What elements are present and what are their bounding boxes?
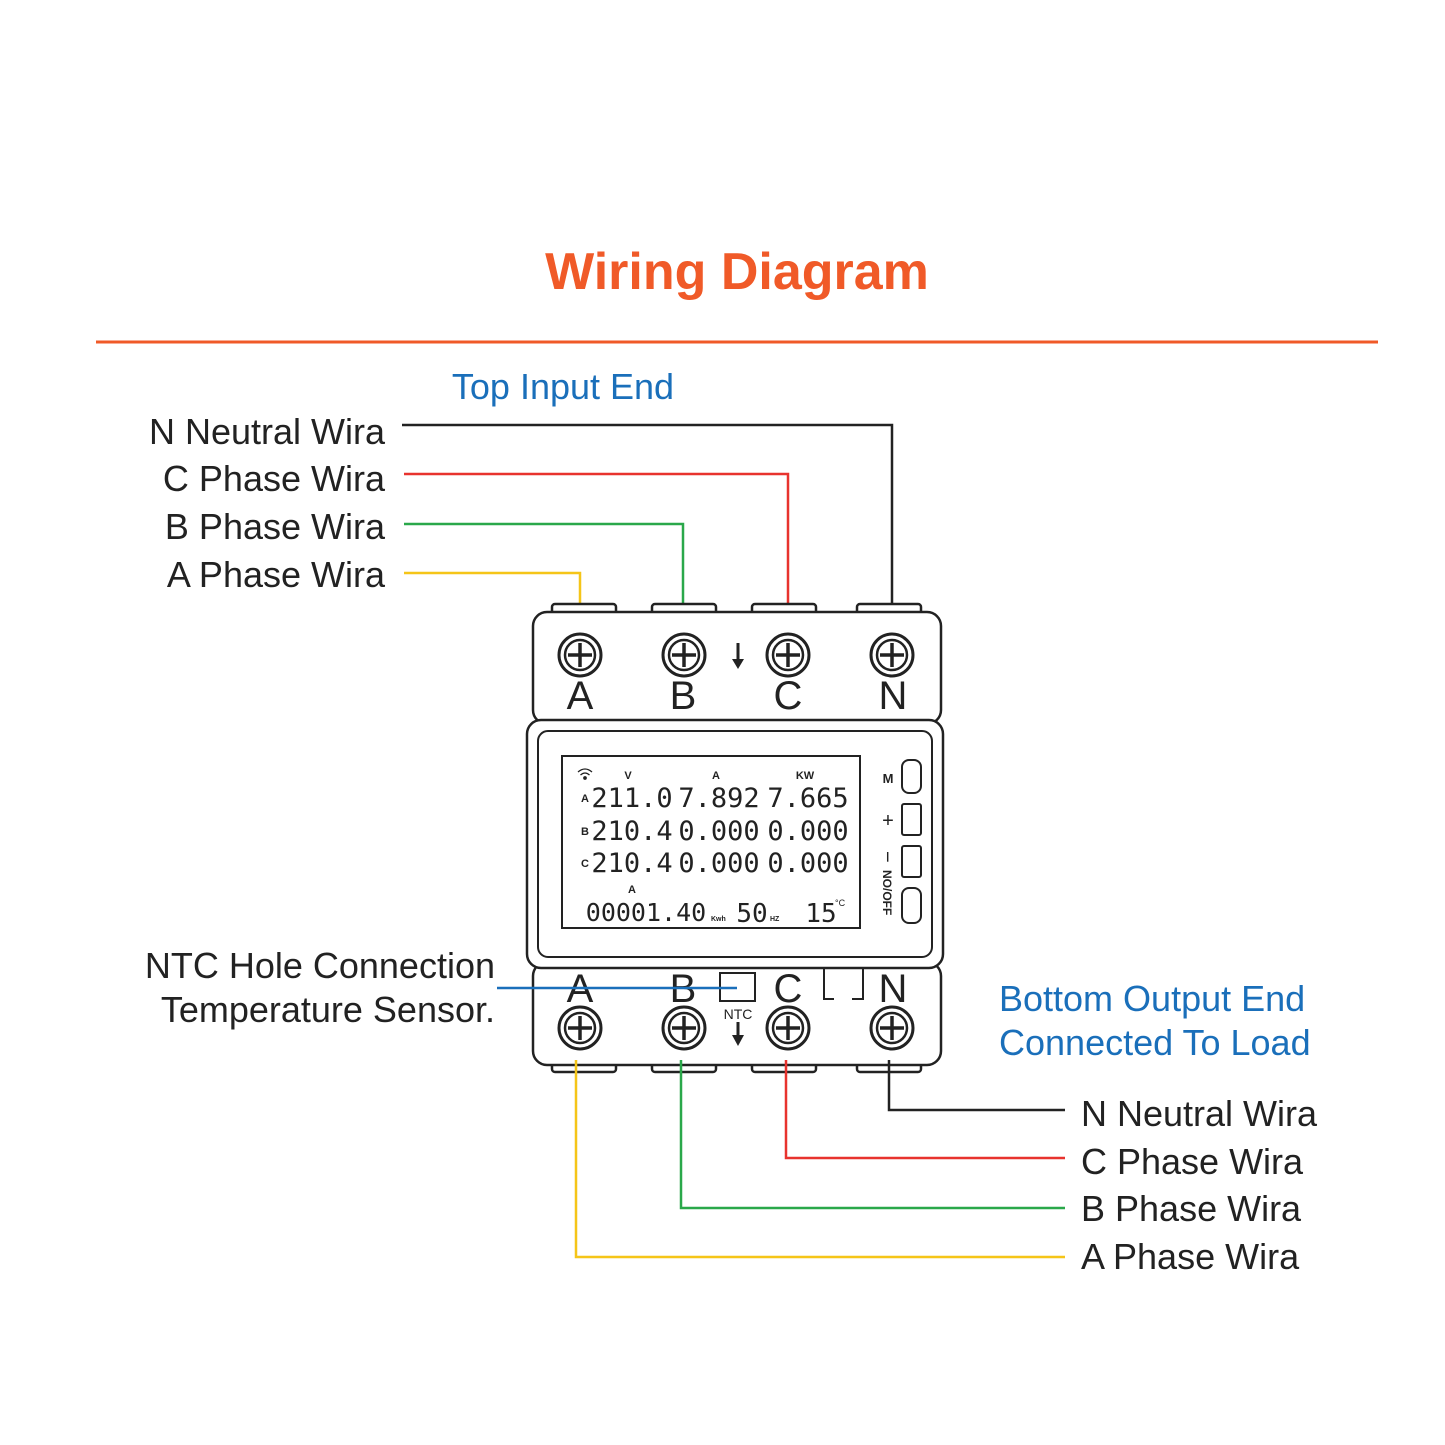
top-wire-neutral — [402, 423, 894, 655]
lcd-row-b-kw: 0.000 — [767, 816, 848, 847]
button-minus[interactable] — [901, 845, 922, 878]
top-terminal-label-a: A — [567, 674, 594, 718]
lcd-row-a-kw: 7.665 — [767, 783, 848, 814]
lcd-energy: 00001.40 — [586, 898, 706, 927]
bottom-terminal-label-c: C — [774, 967, 803, 1011]
lcd-row-c-amp: 0.000 — [678, 848, 759, 879]
top-wire-phase-c — [404, 472, 790, 655]
lcd-row-a-volt: 211.0 — [591, 783, 672, 814]
bottom-wire-label-c: C Phase Wira — [1081, 1141, 1304, 1182]
ntc-label-line1: NTC Hole Connection — [145, 945, 495, 986]
wifi-icon — [577, 768, 593, 780]
ntc-hole-label: NTC — [724, 1006, 753, 1022]
lcd-display: V A KW A 211.0 7.892 7.665 B 210.4 0.000… — [561, 755, 861, 929]
top-input-heading: Top Input End — [452, 366, 674, 407]
button-label-minus: − — [876, 851, 898, 863]
bottom-wire-phase-a — [574, 1060, 1065, 1259]
button-plus[interactable] — [901, 803, 922, 836]
bottom-terminal-c-screw-icon — [765, 1005, 811, 1051]
bottom-terminal-label-n: N — [879, 967, 908, 1011]
button-label-onoff: NO/OFF — [880, 870, 894, 915]
lcd-frequency: 50 — [736, 899, 767, 929]
bottom-latch-bracket — [823, 967, 864, 1000]
bottom-terminal-a-screw-icon — [557, 1005, 603, 1051]
button-label-plus: + — [882, 810, 894, 832]
lcd-row-a-phase: A — [581, 793, 589, 805]
lcd-row-c-phase: C — [581, 858, 589, 870]
button-m[interactable] — [901, 759, 922, 794]
top-terminal-label-b: B — [670, 674, 697, 718]
top-terminal-a-screw-icon — [557, 632, 603, 678]
top-terminal-label-n: N — [879, 674, 908, 718]
lcd-header-volt: V — [624, 770, 632, 782]
lcd-row-b-volt: 210.4 — [591, 816, 672, 847]
bottom-flow-arrow-icon — [732, 1022, 744, 1046]
bottom-terminal-b-screw-icon — [661, 1005, 707, 1051]
bottom-wire-phase-b — [679, 1060, 1065, 1210]
top-terminal-n-screw-icon — [869, 632, 915, 678]
lcd-energy-unit: Kwh — [711, 916, 726, 923]
top-terminal-label-c: C — [774, 674, 803, 718]
button-onoff[interactable] — [901, 887, 922, 924]
bottom-terminal-n-screw-icon — [869, 1005, 915, 1051]
lcd-small-a: A — [628, 884, 636, 896]
top-wire-label-c: C Phase Wira — [163, 458, 386, 499]
lcd-header-amp: A — [712, 770, 720, 782]
top-wire-label-n: N Neutral Wira — [149, 411, 386, 452]
lcd-row-b-amp: 0.000 — [678, 816, 759, 847]
lcd-temperature-unit: °C — [835, 898, 846, 908]
lcd-row-c-volt: 210.4 — [591, 848, 672, 879]
top-terminal-c-screw-icon — [765, 632, 811, 678]
lcd-row-b-phase: B — [581, 826, 589, 838]
top-flow-arrow-icon — [732, 643, 744, 669]
bottom-output-heading-line1: Bottom Output End — [999, 978, 1305, 1019]
top-terminal-b-screw-icon — [661, 632, 707, 678]
bottom-output-heading-line2: Connected To Load — [999, 1022, 1311, 1063]
lcd-row-c-kw: 0.000 — [767, 848, 848, 879]
top-wire-label-b: B Phase Wira — [165, 506, 386, 547]
lcd-row-a-amp: 7.892 — [678, 783, 759, 814]
bottom-wire-label-n: N Neutral Wira — [1081, 1093, 1318, 1134]
page-title: Wiring Diagram — [545, 243, 929, 301]
lcd-header-kw: KW — [796, 770, 815, 782]
bottom-wire-label-b: B Phase Wira — [1081, 1188, 1302, 1229]
device-buttons: M + − NO/OFF — [876, 759, 922, 924]
lcd-temperature: 15 — [805, 899, 836, 929]
bottom-wire-neutral — [887, 1060, 1065, 1112]
button-label-m: M — [883, 771, 894, 786]
lcd-frequency-unit: HZ — [770, 916, 780, 923]
ntc-label-line2: Temperature Sensor. — [161, 989, 495, 1030]
bottom-wire-phase-c — [784, 1060, 1065, 1160]
bottom-wire-label-a: A Phase Wira — [1081, 1236, 1300, 1277]
top-wire-label-a: A Phase Wira — [167, 554, 386, 595]
